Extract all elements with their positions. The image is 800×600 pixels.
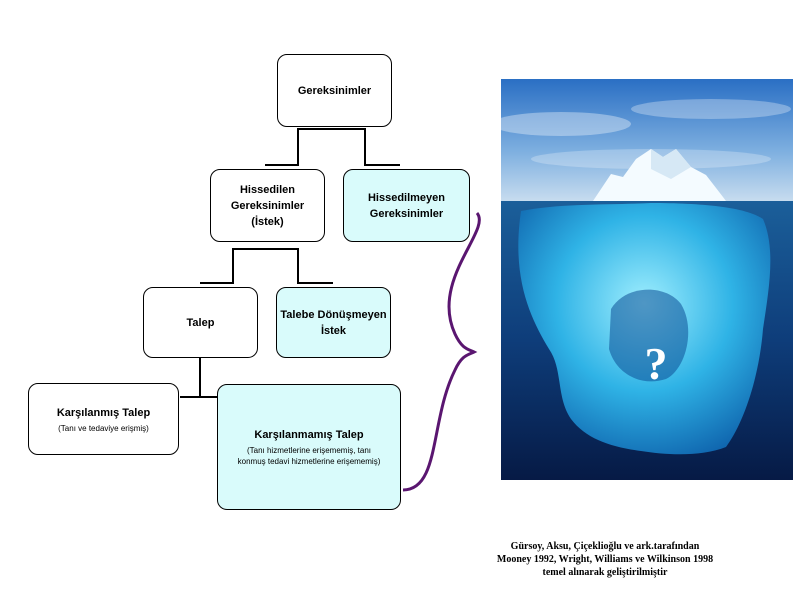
connector-felt bbox=[200, 248, 333, 284]
node-karsilanmis-talep: Karşılanmış Talep (Tanı ve tedaviye eriş… bbox=[28, 383, 179, 455]
caption-line: temel alınarak geliştirilmiştir bbox=[542, 567, 668, 578]
node-talep: Talep bbox=[143, 287, 258, 358]
node-title: Gereksinimler bbox=[297, 84, 372, 97]
node-title: Hissedilen Gereksinimler (İstek) bbox=[230, 183, 305, 228]
curly-bracket bbox=[402, 212, 481, 492]
caption-line: Mooney 1992, Wright, Williams ve Wilkins… bbox=[496, 554, 714, 565]
source-caption: Gürsoy, Aksu, Çiçeklioğlu ve ark.tarafın… bbox=[470, 540, 740, 579]
iceberg-image: ? bbox=[501, 79, 793, 480]
node-karsilanmamis-talep: Karşılanmamış Talep (Tanı hizmetlerine e… bbox=[217, 384, 401, 510]
node-hissedilmeyen-gereksinimler: Hissedilmeyen Gereksinimler bbox=[343, 169, 470, 242]
caption-line: Gürsoy, Aksu, Çiçeklioğlu ve ark.tarafın… bbox=[510, 541, 700, 552]
node-title: Talebe Dönüşmeyen İstek bbox=[280, 308, 387, 337]
node-title: Talep bbox=[186, 316, 215, 329]
node-talebe-donusmeyen-istek: Talebe Dönüşmeyen İstek bbox=[276, 287, 391, 358]
node-subtitle: (Tanı ve tedaviye erişmiş) bbox=[58, 423, 149, 433]
node-hissedilen-gereksinimler: Hissedilen Gereksinimler (İstek) bbox=[210, 169, 325, 242]
connector-demand bbox=[180, 358, 219, 430]
connector-root bbox=[265, 128, 400, 166]
node-title: Karşılanmış Talep bbox=[56, 406, 151, 419]
node-title: Karşılanmamış Talep bbox=[254, 429, 364, 441]
node-title: Hissedilmeyen Gereksinimler bbox=[367, 191, 446, 220]
node-subtitle: (Tanı hizmetlerine erişememiş, tanı konm… bbox=[237, 446, 381, 466]
question-mark: ? bbox=[645, 338, 668, 389]
node-gereksinimler: Gereksinimler bbox=[277, 54, 392, 127]
iceberg-tip bbox=[593, 149, 726, 201]
